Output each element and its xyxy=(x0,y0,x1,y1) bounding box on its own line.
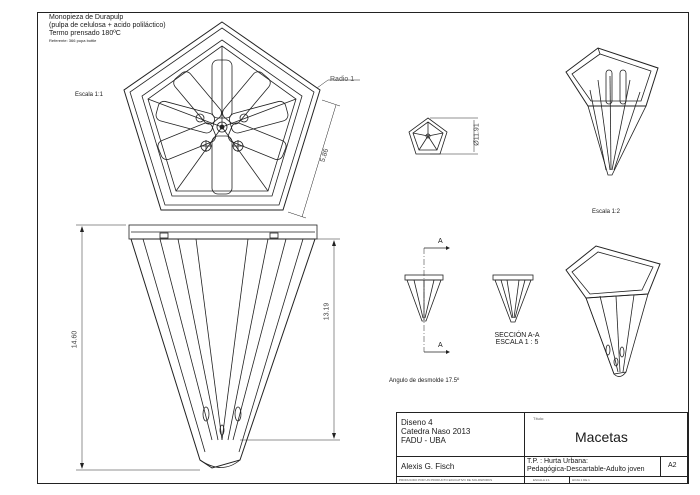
drawing-title: Macetas xyxy=(575,429,628,445)
dim-total-height: 14.60 xyxy=(71,330,79,349)
top-view xyxy=(123,21,360,219)
author-name: Alexis G. Fisch xyxy=(401,462,455,471)
note-line-1: Monopieza de Durapulp xyxy=(49,14,124,21)
scale-label-right: Escala 1:2 xyxy=(592,209,621,215)
iso-view-bottom xyxy=(565,245,661,377)
tp-info: T.P. : Hurta Urbana: Pedagógica-Descarta… xyxy=(527,458,645,474)
drawing-frame xyxy=(37,12,689,484)
tp-cell: T.P. : Hurta Urbana: Pedagógica-Descarta… xyxy=(525,457,661,477)
section-mark-top: A xyxy=(438,238,443,245)
radius-label: Radio 1 xyxy=(330,76,355,83)
note-line-2: (pulpa de celulosa + acido poliláctico) xyxy=(49,22,166,29)
tp-line-2: Pedagógica-Descartable-Adulto joven xyxy=(527,466,645,473)
title-caption: Título: xyxy=(533,416,545,421)
course-cell: Diseno 4 Catedra Naso 2013 FADU - UBA xyxy=(397,413,525,457)
scale-label-top: Escala 1:1 xyxy=(75,92,104,98)
footer-scale-cell: ESCALA 1:1 xyxy=(525,477,570,484)
footer-left-cell: PRODUCIDO POR UN PRODUCTO EDUCATIVO DE S… xyxy=(397,477,525,484)
course-name: Diseno 4 xyxy=(401,418,433,427)
footer-left: PRODUCIDO POR UN PRODUCTO EDUCATIVO DE S… xyxy=(399,478,493,482)
course-info: Diseno 4 Catedra Naso 2013 FADU - UBA xyxy=(401,418,470,445)
footer-sheet: HOJA 1 DE 1 xyxy=(572,478,590,482)
sheet-size: A2 xyxy=(668,462,677,469)
author-cell: Alexis G. Fisch xyxy=(397,457,525,477)
material-notes: Monopieza de Durapulp (pulpa de celulosa… xyxy=(49,14,166,43)
tp-line-1: T.P. : Hurta Urbana: xyxy=(527,458,588,465)
iso-view-top xyxy=(565,47,659,176)
school-name: FADU - UBA xyxy=(401,436,446,445)
front-view xyxy=(76,224,340,471)
dim-inner-height: 13.19 xyxy=(323,302,331,321)
section-label-line-2: ESCALA 1 : 5 xyxy=(495,339,539,346)
note-line-4: Referente: 366 pupa bottle xyxy=(49,38,97,43)
section-mark-bottom: A xyxy=(438,342,443,349)
chair-name: Catedra Naso 2013 xyxy=(401,427,471,436)
small-top-view xyxy=(408,117,478,155)
sheet-size-cell: A2 xyxy=(661,457,688,477)
note-line-3: Termo prensado 180ºC xyxy=(49,30,121,37)
section-views xyxy=(404,246,534,354)
section-label-line-1: SECCIÓN A-A xyxy=(494,332,540,339)
section-label: SECCIÓN A-A ESCALA 1 : 5 xyxy=(487,332,547,346)
title-cell: Título: Macetas xyxy=(525,413,688,457)
title-block: Diseno 4 Catedra Naso 2013 FADU - UBA Al… xyxy=(396,412,688,484)
footer-scale: ESCALA 1:1 xyxy=(533,478,550,482)
dim-section-diameter: Ø11.91 xyxy=(473,123,481,146)
draft-angle-label: Angulo de desmolde 17.5º xyxy=(389,378,460,384)
footer-sheet-cell: HOJA 1 DE 1 xyxy=(570,477,688,484)
